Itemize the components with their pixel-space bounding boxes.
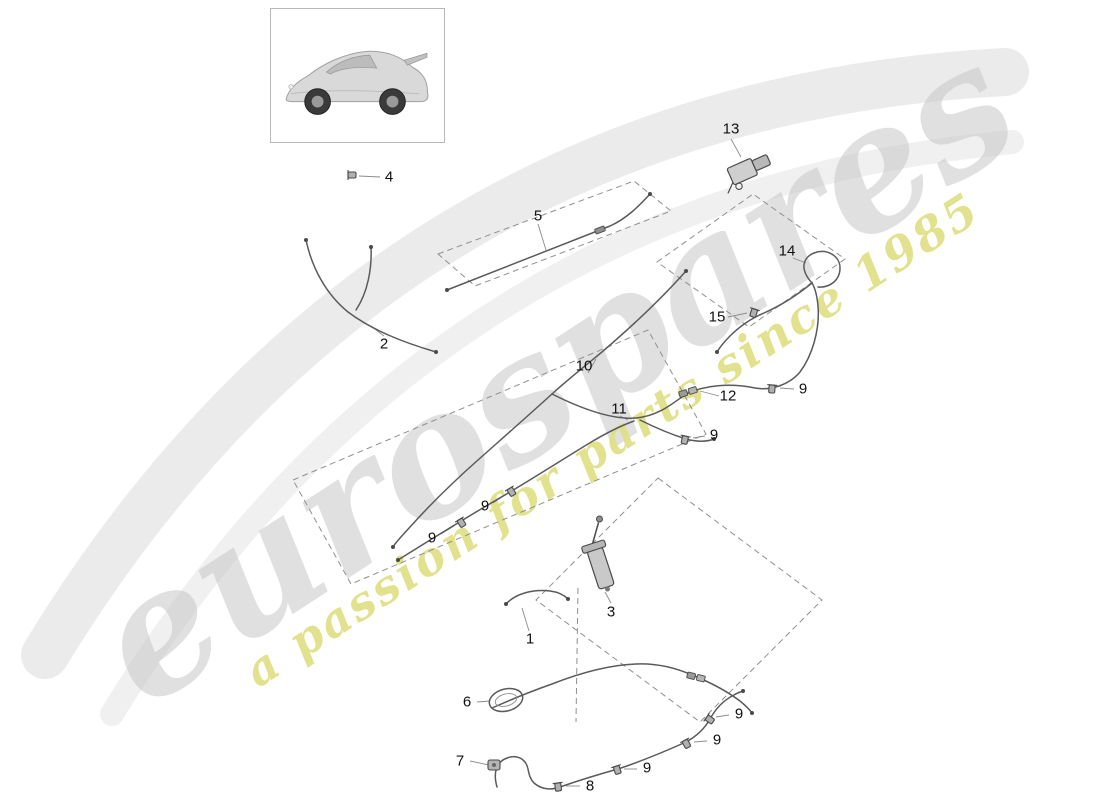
car-windows (325, 54, 378, 75)
group-divider-line (575, 587, 579, 723)
pipe-10 (392, 270, 687, 548)
callout-4[interactable]: 4 (384, 168, 394, 186)
pipe5-joint-icon (593, 225, 607, 235)
pipe-5 (446, 193, 651, 291)
callout-8[interactable]: 8 (585, 777, 595, 795)
car-headlight (288, 84, 294, 90)
car-side-line (290, 90, 420, 95)
callout-9-2[interactable]: 9 (709, 426, 719, 444)
callout-1[interactable]: 1 (525, 630, 535, 648)
part-7-bracket-graphic (487, 759, 501, 771)
swoosh-arc-large (21, 48, 1029, 679)
callout-9-5[interactable]: 9 (734, 705, 744, 723)
callout-9-3[interactable]: 9 (480, 497, 490, 515)
callout-2[interactable]: 2 (379, 335, 389, 353)
callout-10[interactable]: 10 (575, 357, 593, 375)
part-13-valve-graphic (726, 154, 771, 194)
group-box-middle (292, 329, 707, 585)
callout-13[interactable]: 13 (722, 120, 740, 138)
callout-9-7[interactable]: 9 (642, 759, 652, 777)
pipe-6-run (491, 663, 753, 714)
car-rear-wing (403, 52, 428, 66)
callout-9-4[interactable]: 9 (427, 529, 437, 547)
clip-4-icon (347, 169, 357, 181)
pipe-2-main (305, 239, 437, 353)
hose-1 (505, 589, 569, 605)
part-6-loop-graphic (488, 687, 524, 713)
car-rear-rim (386, 95, 399, 108)
callout-15[interactable]: 15 (708, 308, 726, 326)
pipe-11-stub (639, 419, 715, 442)
swoosh-arc-small (100, 130, 1024, 726)
car-graphic (285, 50, 429, 115)
pipe-11 (397, 420, 635, 561)
callout-9-6[interactable]: 9 (712, 731, 722, 749)
callout-7[interactable]: 7 (455, 752, 465, 770)
vehicle-thumbnail (270, 8, 445, 143)
pipe-14-loop (803, 250, 841, 288)
car-front-rim (311, 95, 324, 108)
pipe-14-tail (716, 282, 813, 353)
hydraulic-pipes (305, 193, 841, 790)
group-box-bottom (535, 477, 823, 723)
group-box-pipe5 (437, 180, 672, 287)
pipe-2-branch (355, 246, 372, 311)
callout-11[interactable]: 11 (611, 400, 627, 418)
clip-9-icon (703, 712, 717, 727)
callout-14[interactable]: 14 (778, 242, 796, 260)
callout-3[interactable]: 3 (606, 603, 616, 621)
clip-15-icon (747, 307, 761, 319)
pipe-7-run (494, 690, 744, 790)
dashed-group-boxes (292, 180, 846, 723)
callout-9-1[interactable]: 9 (798, 380, 808, 398)
part-3-master-cylinder-graphic (581, 515, 615, 592)
group-box-valve (656, 193, 846, 328)
part12-fitting-icon (678, 385, 698, 399)
pipe-12-run (551, 282, 820, 419)
callout-5[interactable]: 5 (533, 207, 543, 225)
retaining-clips (347, 169, 778, 793)
callout-6[interactable]: 6 (462, 693, 472, 711)
callout-12[interactable]: 12 (719, 387, 737, 405)
